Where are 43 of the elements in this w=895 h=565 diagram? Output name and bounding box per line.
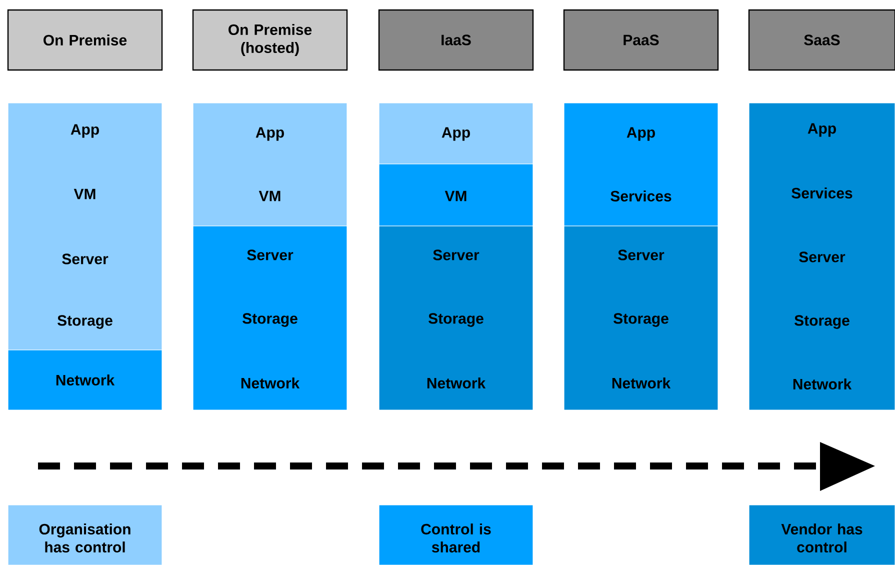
layer-label: Server: [62, 254, 108, 264]
model-header-box: IaaS: [378, 9, 534, 71]
model-header-box: On Premise (hosted): [192, 9, 348, 71]
model-header-box: On Premise: [7, 9, 163, 71]
layer-band: [192, 226, 348, 410]
layer-label: Network: [241, 377, 300, 388]
layer-label: App: [626, 127, 655, 141]
layer-label: Storage: [58, 315, 112, 329]
layer-label: VM: [258, 190, 280, 202]
layer-band: [8, 102, 162, 350]
layer-label: App: [808, 123, 836, 137]
layer-label: VM: [444, 190, 466, 202]
layer-label: Server: [247, 250, 294, 260]
layer-label: Network: [612, 377, 671, 388]
control-box: Vendor has control: [748, 504, 895, 565]
layer-band: [378, 102, 534, 164]
layer-band: [564, 102, 718, 226]
layer-label: VM: [74, 188, 96, 200]
layer-label: App: [70, 124, 99, 138]
layer-band: [378, 226, 534, 410]
layer-band: [564, 226, 718, 410]
layer-label: Server: [799, 252, 846, 262]
control-box: Control is shared: [378, 504, 534, 565]
layer-band: [378, 164, 534, 226]
layer-label: Storage: [794, 315, 850, 329]
layer-label: Services: [792, 188, 852, 198]
layer-label: App: [256, 127, 284, 141]
layer-band: [8, 350, 162, 410]
layer-label: Services: [610, 190, 672, 202]
layer-label: Storage: [242, 313, 298, 327]
layer-label: Storage: [428, 313, 484, 327]
layer-label: Network: [427, 377, 486, 388]
model-header-box: SaaS: [748, 9, 895, 71]
layer-label: Server: [433, 250, 480, 260]
layer-band: [192, 102, 348, 226]
layer-label: Network: [793, 378, 852, 390]
layer-label: App: [442, 127, 470, 141]
layer-label: Storage: [614, 313, 668, 327]
layer-band: [748, 102, 895, 410]
layer-label: Server: [618, 250, 664, 260]
model-header-box: PaaS: [563, 9, 719, 71]
layer-label: Network: [56, 374, 115, 386]
control-box: Organisation has control: [8, 504, 162, 565]
